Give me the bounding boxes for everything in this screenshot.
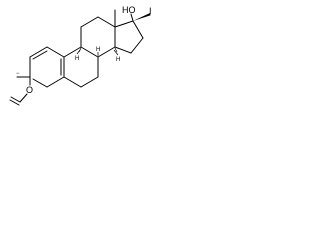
bond bbox=[97, 16, 116, 28]
ring-b bbox=[63, 46, 99, 88]
label-halo bbox=[122, 4, 137, 15]
iodo-wedge-bond bbox=[133, 13, 151, 21]
bond bbox=[132, 20, 144, 39]
stereo-h-14-label: H bbox=[116, 57, 120, 63]
vinyl-bond bbox=[19, 93, 28, 103]
bond bbox=[63, 46, 82, 58]
stereo-h-8-label: H bbox=[96, 47, 100, 53]
bond bbox=[80, 46, 99, 58]
vinyl-double-bond bbox=[10, 96, 21, 103]
vinyl-double-bond bbox=[9, 99, 20, 106]
iodine-label: I bbox=[149, 6, 152, 16]
ring-a bbox=[29, 46, 65, 88]
bond bbox=[46, 46, 65, 58]
hash-bond bbox=[76, 49, 81, 55]
hash-bond bbox=[114, 47, 118, 53]
bond bbox=[114, 46, 132, 54]
bond bbox=[97, 46, 116, 58]
hash-bond bbox=[113, 49, 119, 56]
bond bbox=[114, 20, 134, 28]
hydroxyl-label: HO bbox=[122, 5, 136, 15]
bond bbox=[32, 50, 48, 60]
molecule-drawing: HO I − O H H H bbox=[9, 4, 152, 106]
hydroxyl-bond bbox=[130, 13, 134, 22]
bond bbox=[32, 78, 48, 88]
ring-c bbox=[80, 16, 116, 58]
bond bbox=[80, 16, 99, 28]
methyl-charge-label: − bbox=[16, 71, 20, 77]
bond bbox=[130, 37, 144, 54]
stereo-h-c9 bbox=[76, 47, 82, 55]
structure-diagram: HO I − O H H H bbox=[0, 0, 158, 124]
ether-oxygen-label: O bbox=[26, 85, 33, 95]
bond bbox=[46, 76, 65, 88]
stereo-h-c14 bbox=[113, 47, 119, 56]
bond bbox=[63, 76, 82, 88]
stereo-h-9-label: H bbox=[75, 56, 79, 62]
bond bbox=[29, 46, 48, 58]
ring-d bbox=[114, 20, 144, 54]
bond bbox=[80, 76, 99, 88]
